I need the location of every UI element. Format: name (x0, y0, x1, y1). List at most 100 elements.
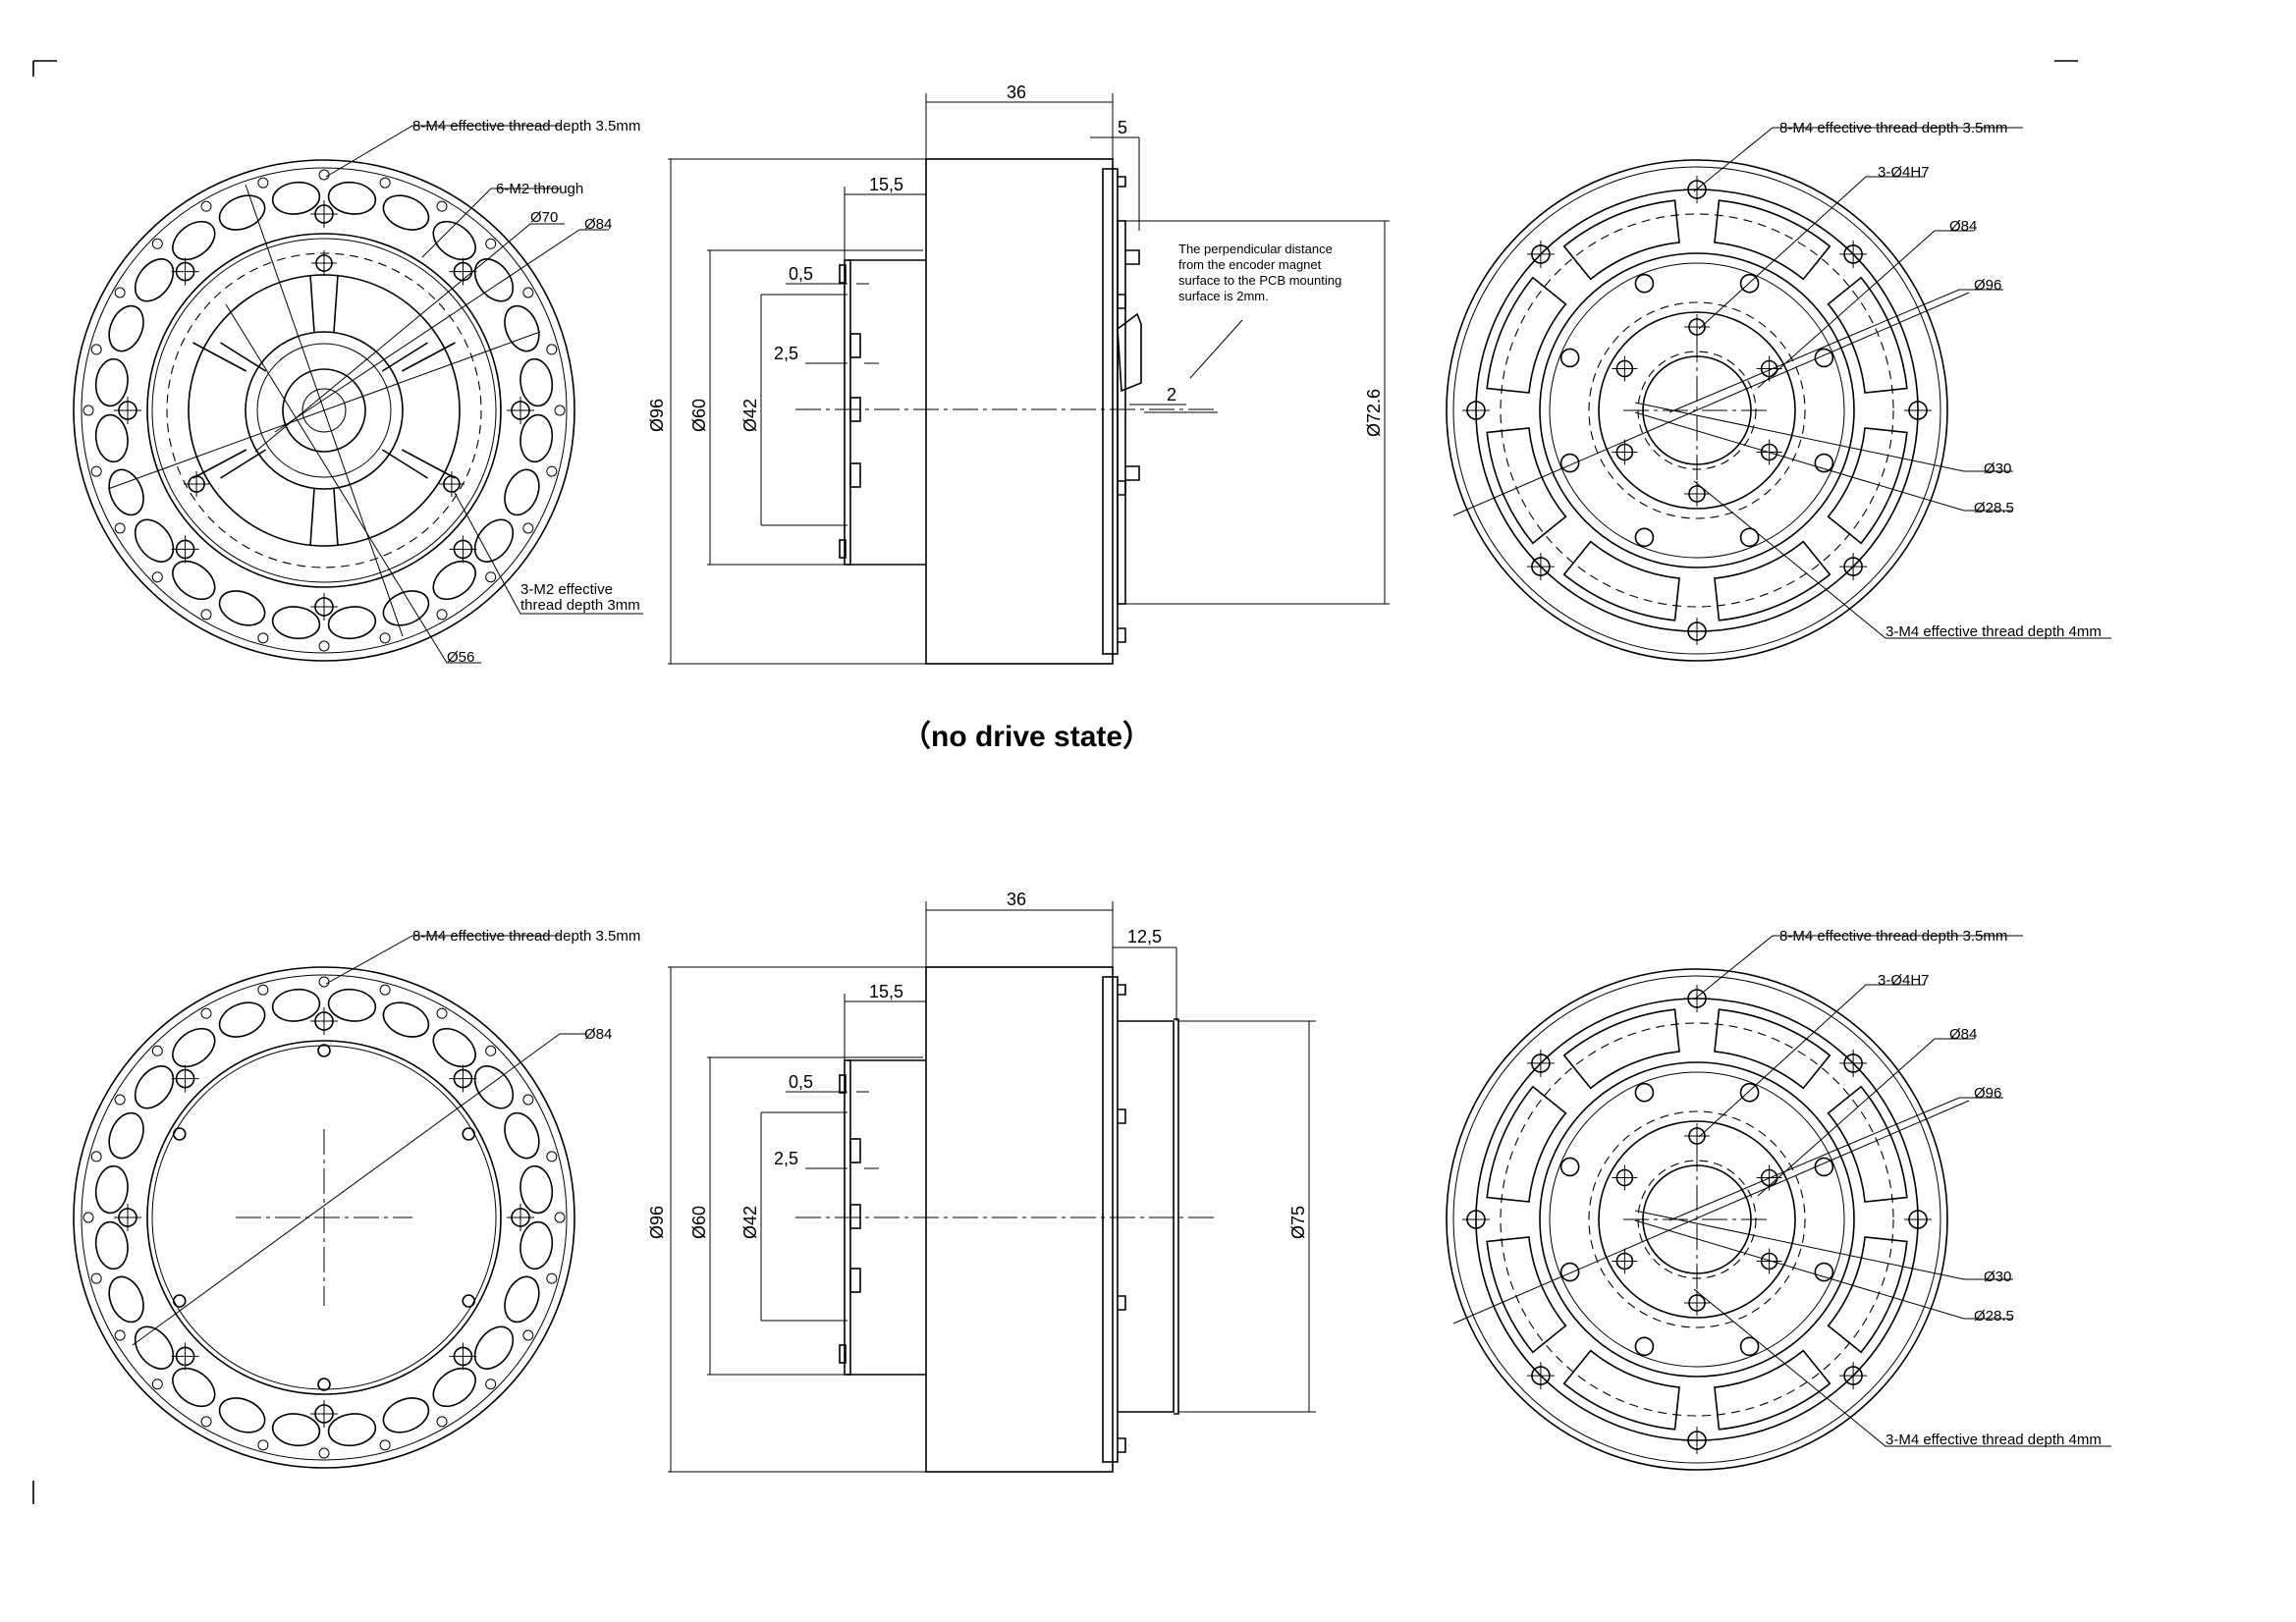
flange-pocket (504, 1275, 540, 1324)
flange-pocket (382, 1397, 430, 1433)
top-front-d56-label: Ø56 (447, 649, 474, 666)
flange-pocket (134, 518, 175, 563)
encoder-note-line-1: The perpendicular distance (1178, 242, 1333, 256)
bottom-front-view: 8-M4 effective thread depth 3.5mm Ø84 (73, 928, 640, 1469)
back-small-hole (1559, 453, 1580, 473)
back-small-hole (1814, 1262, 1834, 1282)
bottom-side-dim-15-5: 15,5 (869, 982, 903, 1001)
back-hub (1598, 311, 1796, 510)
rim-hole (436, 609, 448, 621)
back-window-pocket (1827, 1085, 1908, 1203)
top-side-dim-72-6: Ø72.6 (1364, 389, 1384, 437)
back-window-pocket (1562, 199, 1680, 281)
hub-center (301, 388, 347, 433)
flange-pocket (271, 988, 321, 1022)
hub-ring-inner (256, 343, 392, 478)
flange-pocket (432, 1027, 476, 1068)
top-side-view: 36 5 15,5 0,5 2,5 2 Ø96 Ø60 Ø42 Ø72.6 Th… (647, 82, 1390, 665)
flange-pocket (327, 181, 377, 215)
flange-pocket (271, 606, 321, 640)
flange-pocket (473, 518, 515, 563)
back-hub (1598, 1120, 1796, 1319)
bottom-side-dim-0-5: 0,5 (789, 1072, 813, 1092)
back-small-hole (1739, 527, 1760, 548)
top-side-dim-5: 5 (1118, 118, 1127, 137)
flange-pocket (519, 357, 554, 407)
back-window-pocket (1486, 1236, 1567, 1354)
flange-pocket (94, 1164, 129, 1215)
inner-tab (317, 1044, 331, 1057)
flange-pocket (108, 1111, 144, 1160)
rim-hole (554, 405, 566, 416)
top-side-dim-96: Ø96 (647, 399, 667, 432)
top-front-m2-effective-label: 3-M2 effective (520, 581, 613, 598)
bottom-back-thread-3m4-label: 3-M4 effective thread depth 4mm (1886, 1432, 2102, 1448)
flange-pocket (432, 220, 476, 261)
bottom-back-thread-8m4-label: 8-M4 effective thread depth 3.5mm (1779, 928, 2007, 945)
flange-pocket (218, 194, 266, 231)
bottom-side-view: 36 12,5 15,5 0,5 2,5 Ø96 Ø60 Ø42 Ø75 (647, 890, 1316, 1473)
flange-pocket (432, 560, 476, 601)
back-window-pocket (1714, 1349, 1831, 1431)
back-window-pocket (1486, 276, 1567, 394)
flange-pocket (432, 1367, 476, 1408)
outer-rim (73, 966, 575, 1469)
rim-hole (379, 1439, 391, 1451)
rim-hole (436, 1007, 448, 1019)
rim-hole (318, 169, 330, 181)
rim-hole (90, 344, 102, 355)
flange-pocket (218, 1397, 266, 1433)
section-line (107, 331, 541, 490)
back-window-pocket (1562, 1008, 1680, 1090)
inner-rim (146, 1040, 502, 1395)
top-back-view: 8-M4 effective thread depth 3.5mm 3-Ø4H7… (1446, 120, 2111, 662)
back-small-hole (1739, 1082, 1760, 1103)
back-small-hole (1559, 1262, 1580, 1282)
bottom-front-thread-8m4-label: 8-M4 effective thread depth 3.5mm (412, 928, 640, 945)
back-inner-ring (1539, 252, 1855, 568)
back-inner-ring-edge (1549, 1071, 1845, 1368)
inner-tab (172, 1294, 187, 1308)
rim-hole (522, 287, 534, 298)
back-window-pocket (1562, 1349, 1680, 1431)
rim-hole (485, 1379, 497, 1390)
rim-hole (90, 1272, 102, 1284)
flange-pocket (473, 1325, 515, 1370)
back-window-pocket (1827, 1236, 1908, 1354)
bottom-back-h7-label: 3-Ø4H7 (1878, 972, 1930, 989)
rim-hole (485, 571, 497, 583)
back-window-pocket (1714, 199, 1831, 281)
top-side-dim-36: 36 (1007, 82, 1026, 102)
spoke (192, 449, 267, 479)
back-small-hole (1739, 273, 1760, 294)
flange-pocket (172, 560, 216, 601)
inner-tab (172, 1127, 187, 1141)
top-side-dim-60: Ø60 (689, 399, 709, 432)
flange-pocket (504, 304, 540, 352)
bottom-back-d96-label: Ø96 (1974, 1085, 2001, 1102)
top-back-d30-label: Ø30 (1984, 460, 2011, 477)
inner-tab (317, 1378, 331, 1391)
rim-hole (379, 984, 391, 996)
rim-hole (522, 1329, 534, 1341)
top-back-d96-label: Ø96 (1974, 277, 2001, 294)
flange-pocket (382, 194, 430, 231)
back-inner-ring-edge (1549, 262, 1845, 559)
bottom-front-d84-label: Ø84 (584, 1026, 612, 1043)
top-front-thread-8m4-label: 8-M4 effective thread depth 3.5mm (412, 118, 640, 135)
top-front-view: 8-M4 effective thread depth 3.5mm 6-M2 t… (73, 118, 643, 666)
flange-pocket (327, 606, 377, 640)
top-front-m2-through-label: 6-M2 through (496, 181, 583, 197)
flange-pocket (94, 1220, 129, 1271)
top-back-d28-5-label: Ø28.5 (1974, 500, 2014, 516)
rim-hole (257, 1439, 269, 1451)
rim-hole (90, 1151, 102, 1162)
flange-pocket (271, 1413, 321, 1447)
rim-hole (114, 1094, 126, 1106)
encoder-note-line-3: surface to the PCB mounting (1178, 273, 1341, 288)
outer-rim-inner-edge (81, 167, 568, 654)
back-dashed-ring (1500, 213, 1894, 608)
flange-pocket (519, 1220, 554, 1271)
rim-hole (485, 1045, 497, 1056)
